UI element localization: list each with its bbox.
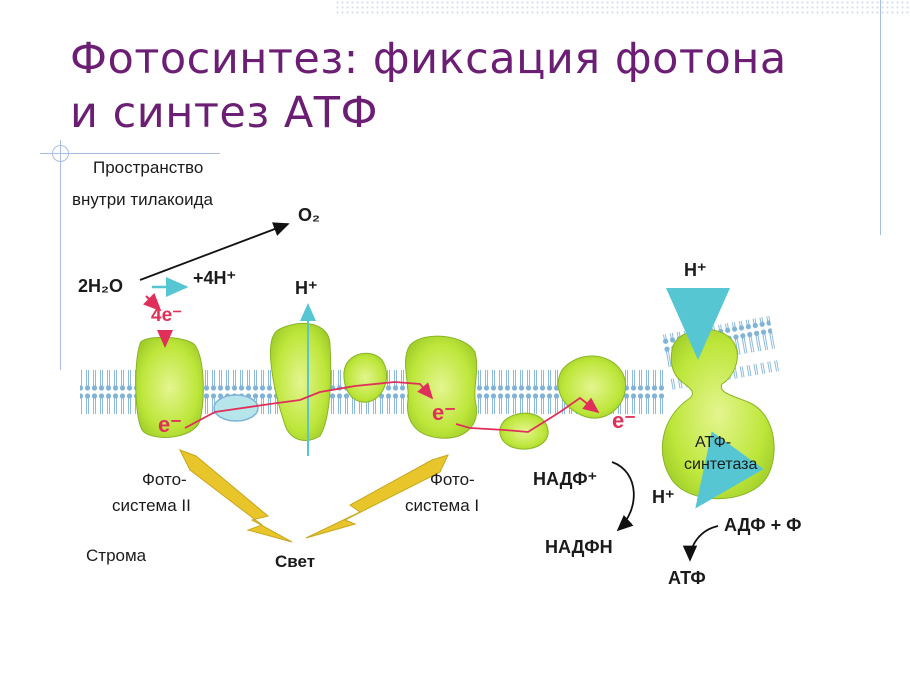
decorative-dot-band xyxy=(335,0,910,15)
e-ps2-label: e⁻ xyxy=(158,412,182,437)
light-label: Свет xyxy=(275,552,316,571)
decorative-rule-left xyxy=(60,140,61,370)
ps2-label-line-2: система II xyxy=(112,496,191,515)
atp-label: АТФ xyxy=(668,568,706,588)
nadp-label: НАДФ⁺ xyxy=(533,469,598,489)
four-e-label: 4e⁻ xyxy=(151,305,183,326)
e-fd-label: e⁻ xyxy=(612,408,636,433)
cytochrome-complex-shape xyxy=(270,322,332,441)
h-center-label: H⁺ xyxy=(295,278,318,298)
ps2-label-line-1: Фото- xyxy=(142,470,187,489)
light-bolt-right xyxy=(305,454,449,539)
lumen-label-line-1: Пространство xyxy=(93,158,204,177)
h-bottom-label: H⁺ xyxy=(652,487,675,507)
electron-path-1 xyxy=(184,381,434,429)
ps1-label-line-2: система I xyxy=(405,496,480,515)
decorative-rule-horizontal xyxy=(40,153,220,154)
stroma-label: Строма xyxy=(86,546,147,565)
decorative-circle xyxy=(52,145,69,162)
nadph-label: НАДФН xyxy=(545,537,613,557)
electron-path-2 xyxy=(455,396,600,433)
h-right-label: H⁺ xyxy=(684,260,707,280)
arrow-to-o2 xyxy=(139,222,290,281)
h2o-label: 2H₂O xyxy=(78,276,124,296)
ps1-label-line-1: Фото- xyxy=(430,470,475,489)
adp-label: АДФ + Ф xyxy=(724,515,802,535)
four-h-label: +4H⁺ xyxy=(193,268,237,288)
plastocyanin-shape xyxy=(343,352,387,403)
decorative-rule-right xyxy=(880,0,881,235)
light-bolt-left xyxy=(178,449,293,543)
o2-label: O₂ xyxy=(298,205,320,225)
slide-title-line-2: и синтез АТФ xyxy=(70,88,379,138)
atp-synthase-proton-out xyxy=(695,431,764,509)
arrow-h2o-to-4e xyxy=(143,293,162,312)
slide-title-line-1: Фотосинтез: фиксация фотона xyxy=(70,34,787,84)
lumen-label-line-2: внутри тилакоида xyxy=(72,190,213,209)
nadp-to-nadph-arrow xyxy=(611,461,635,532)
plastoquinone-shape xyxy=(213,394,259,422)
adp-to-atp-arrow xyxy=(682,525,719,562)
atp-synthase-label-line-2: синтетаза xyxy=(684,456,758,473)
e-ps1-label: e⁻ xyxy=(432,400,456,425)
atp-synthase-label-line-1: АТФ- xyxy=(695,434,732,451)
